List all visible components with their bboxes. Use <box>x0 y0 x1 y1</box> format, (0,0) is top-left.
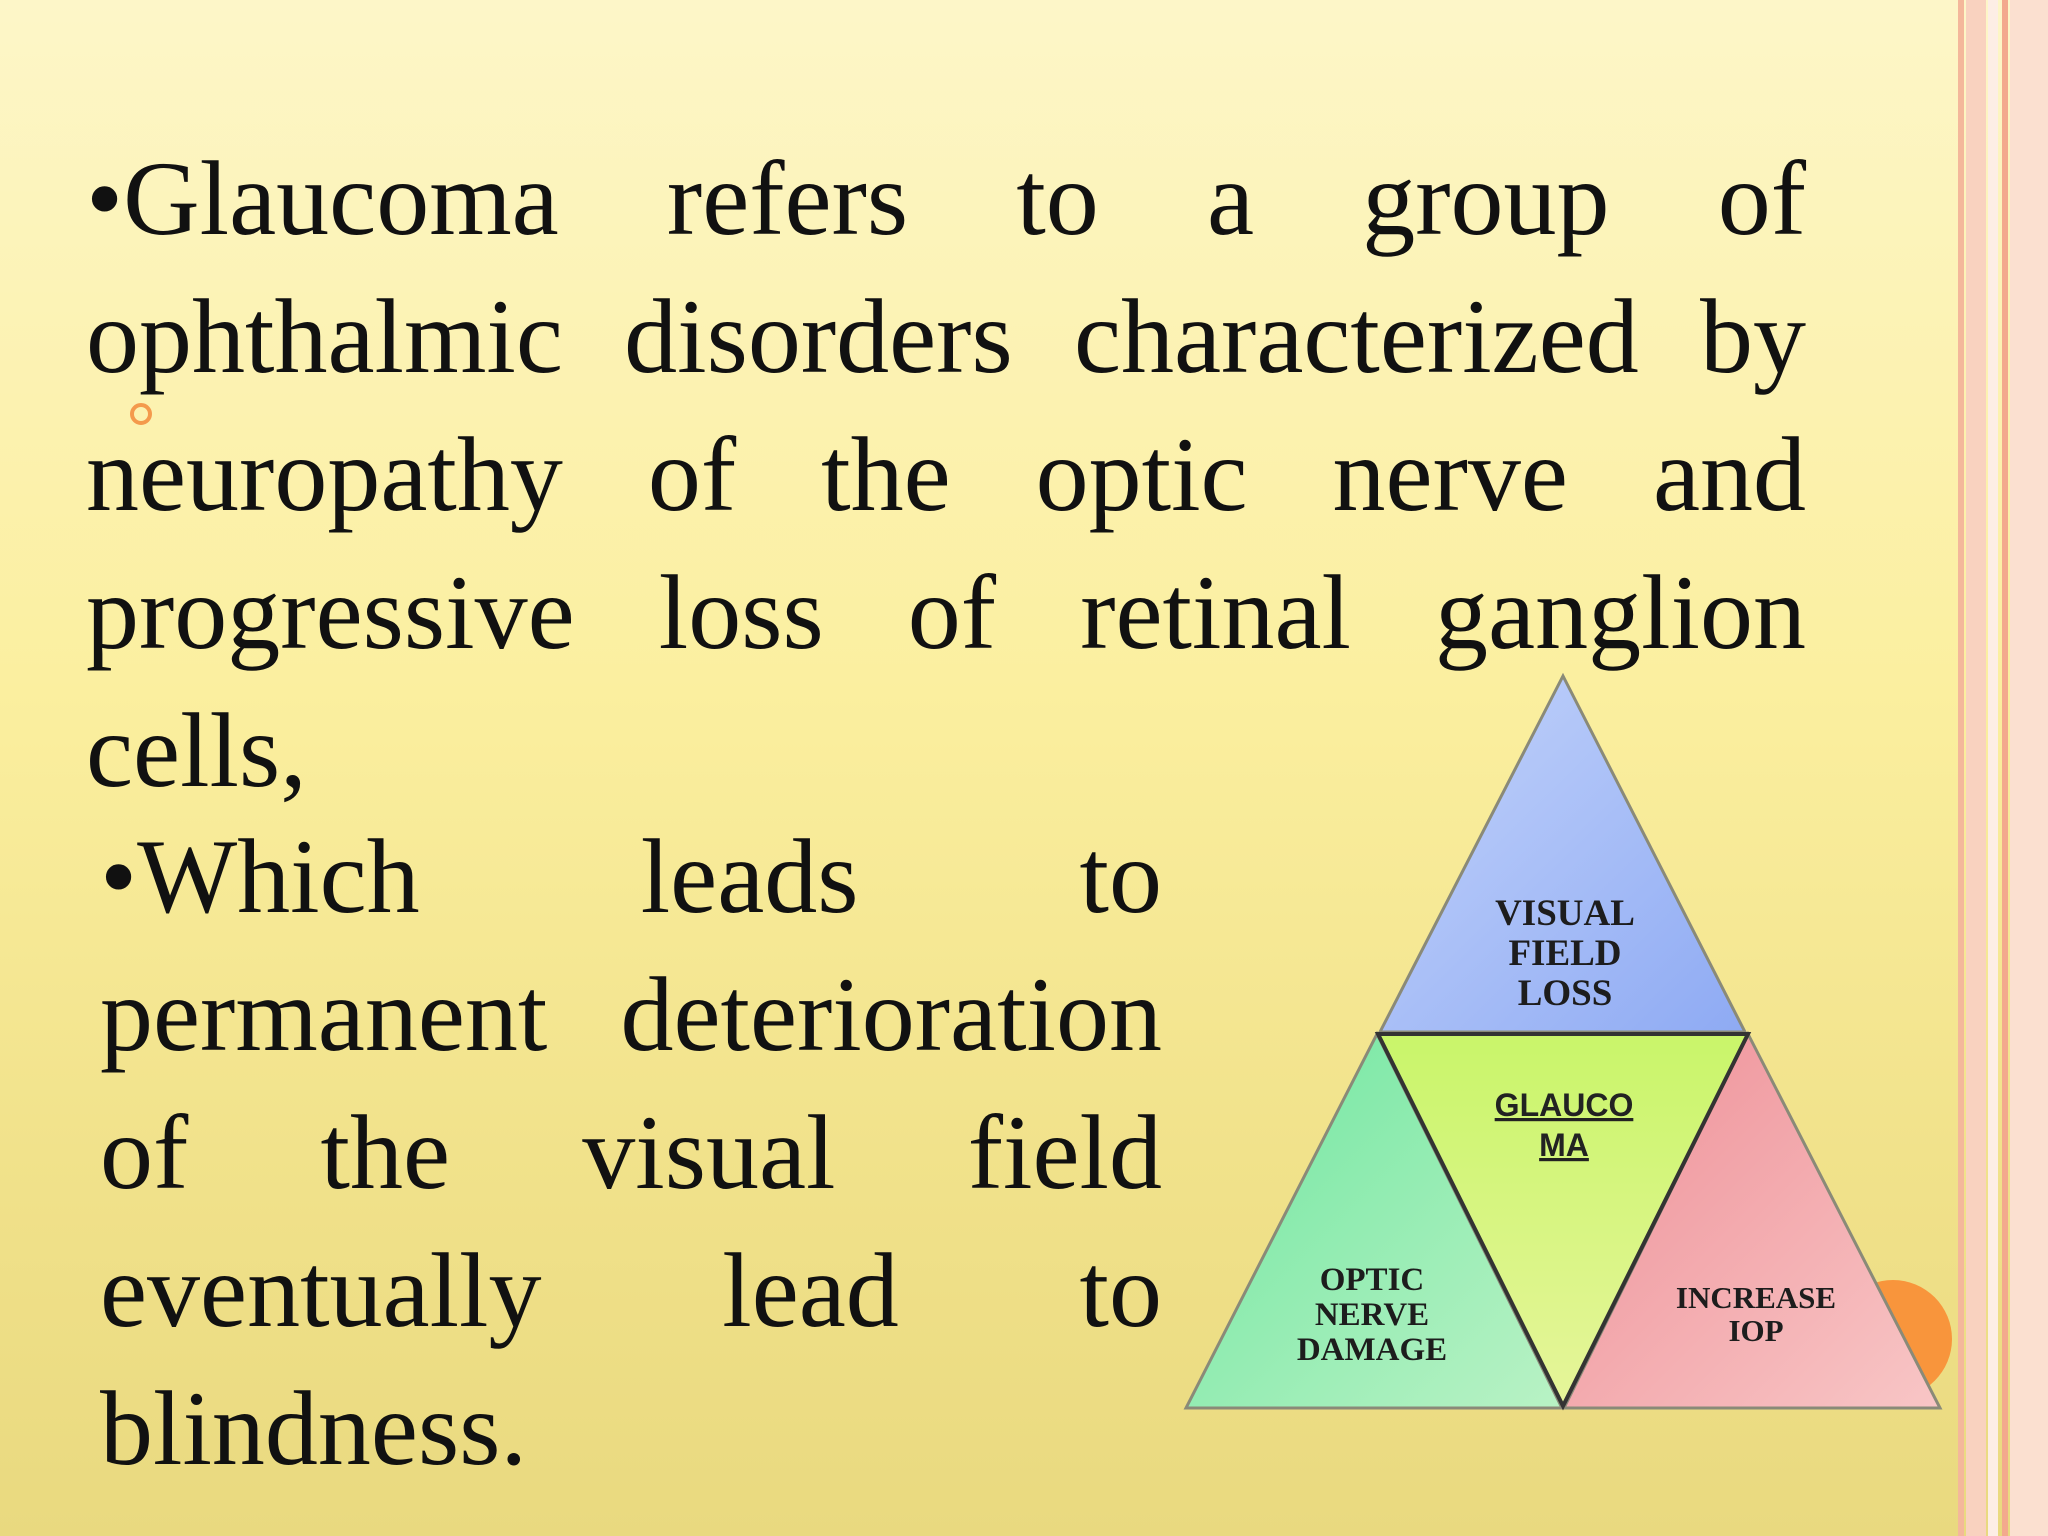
ring-bullet-icon <box>130 403 152 425</box>
paragraph-blindness: •Which leads to permanent deterioration … <box>100 808 1162 1498</box>
paragraph-glaucoma-definition: •Glaucoma refers to a group of ophthalmi… <box>86 130 1806 820</box>
stripe <box>1966 0 1986 1536</box>
left-label-line: OPTIC <box>1320 1262 1425 1298</box>
stripe <box>2002 0 2008 1536</box>
center-label-line: GLAUCO <box>1495 1087 1634 1123</box>
stripe <box>2010 0 2048 1536</box>
top-label-line: FIELD <box>1508 933 1621 974</box>
stripe <box>1988 0 1998 1536</box>
center-label-line: MA <box>1539 1127 1589 1163</box>
decorative-stripes <box>1940 0 2048 1536</box>
stripe <box>1958 0 1964 1536</box>
top-label-line: VISUAL <box>1495 893 1635 934</box>
center-triangle <box>1374 1032 1752 1411</box>
left-label-line: NERVE <box>1315 1297 1429 1333</box>
left-label-line: DAMAGE <box>1297 1332 1447 1368</box>
bullet: • <box>86 140 124 257</box>
top-label-line: LOSS <box>1518 973 1613 1014</box>
right-label-line: INCREASE <box>1676 1280 1836 1315</box>
paragraph-text: Glaucoma refers to a group of ophthalmic… <box>86 140 1806 809</box>
right-label-line: IOP <box>1728 1313 1783 1348</box>
bullet: • <box>100 818 138 935</box>
paragraph-text: Which leads to permanent deterioration o… <box>100 818 1162 1487</box>
